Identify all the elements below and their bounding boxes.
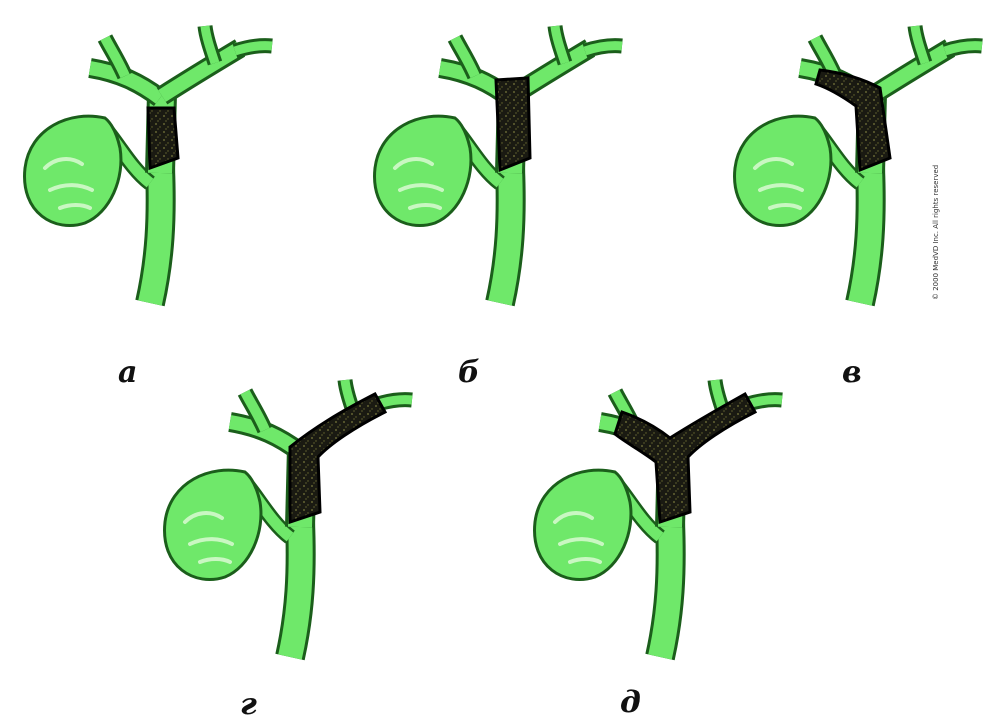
duct-illustration-b [360, 18, 660, 318]
diagram-panel-b [360, 18, 660, 338]
tumor-region-a [148, 108, 178, 168]
copyright-text: © 2000 MedVD Inc. All rights reserved [932, 165, 940, 300]
duct-illustration-d [520, 372, 820, 672]
diagram-panel-a [10, 18, 310, 338]
diagram-panel-v [720, 18, 1003, 338]
panel-label-v: в [842, 358, 862, 388]
diagram-panel-d [520, 372, 820, 692]
panel-label-b: б [458, 358, 480, 388]
duct-illustration-v [720, 18, 1003, 318]
duct-illustration-g [150, 372, 450, 672]
panel-label-a: а [118, 358, 137, 388]
panel-label-d: д [620, 688, 641, 718]
tumor-region-g [290, 394, 385, 522]
diagram-panel-g [150, 372, 450, 692]
duct-illustration-a [10, 18, 310, 318]
tumor-region-b [496, 78, 530, 170]
panel-label-g: г [240, 690, 257, 720]
